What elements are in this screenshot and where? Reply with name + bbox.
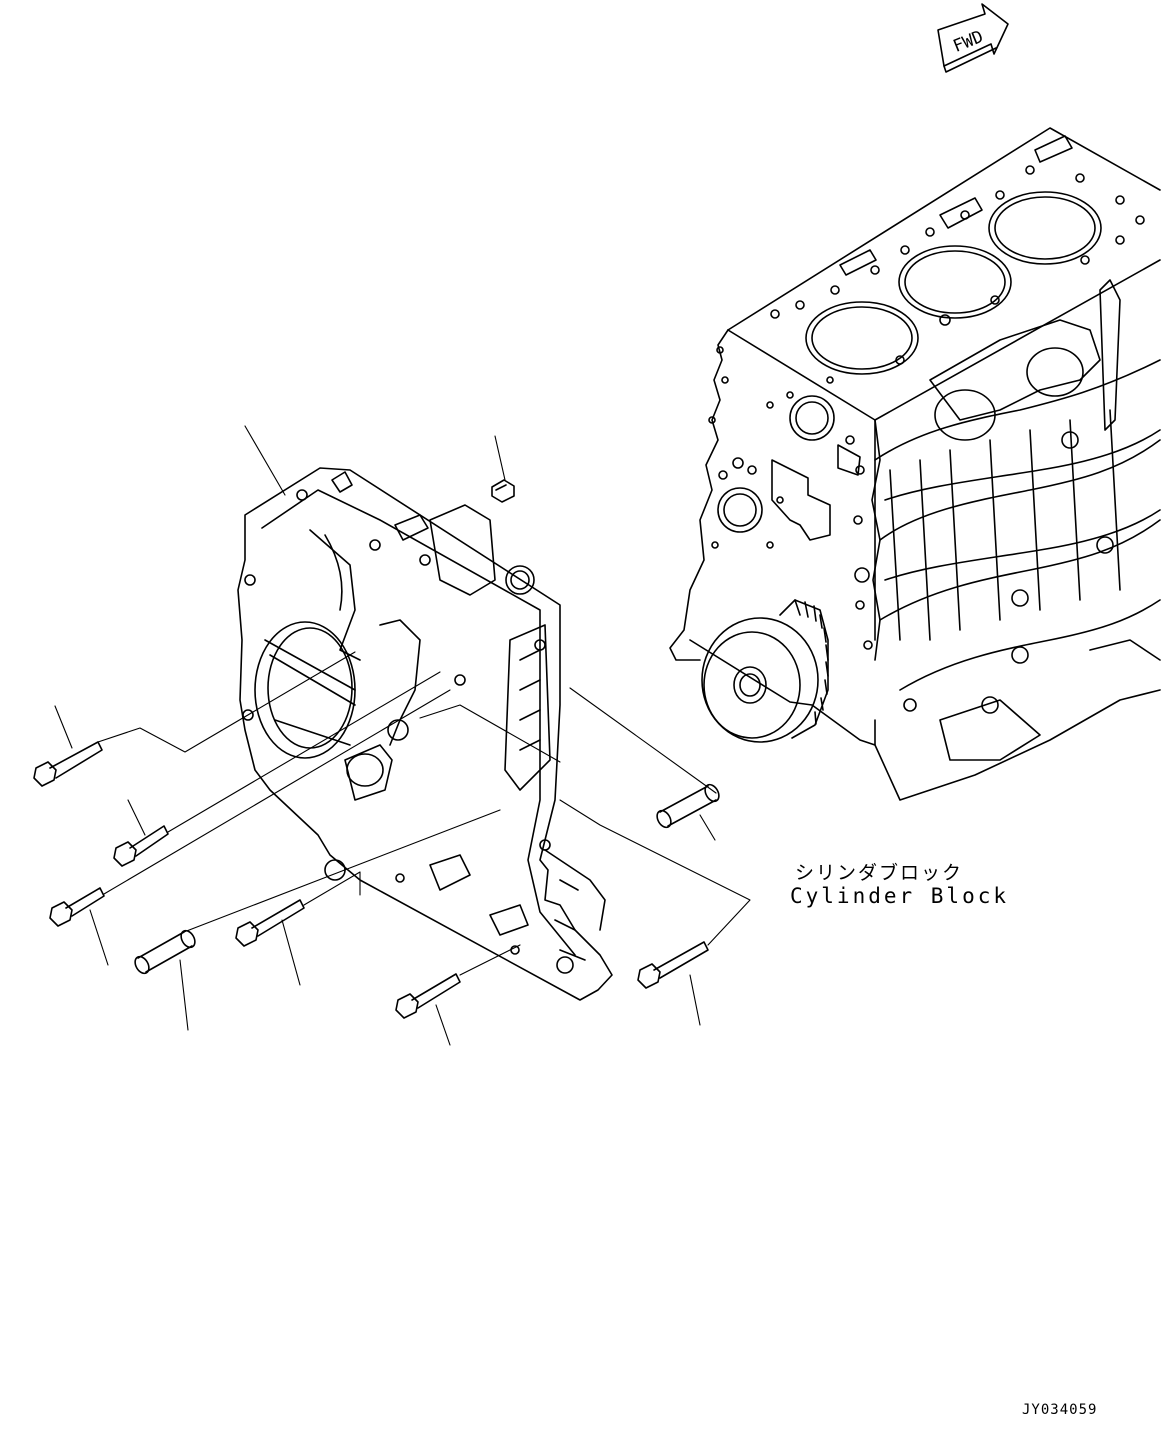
dowel-pin-part (656, 783, 720, 829)
bolt-icon (395, 973, 461, 1019)
plug-part (491, 479, 515, 503)
fwd-arrow-icon: FWD (937, 3, 1009, 73)
bolt-icon (637, 941, 709, 989)
drawing-id: JY034059 (1022, 1402, 1098, 1418)
front-cover-drawing (237, 467, 613, 1001)
bolt-icon (49, 887, 105, 927)
cylinder-block-drawing (669, 127, 1161, 801)
bolt-icon (113, 825, 169, 867)
dowel-pin-part (134, 929, 196, 975)
bolt-icon (33, 741, 103, 787)
cylinder-block-label-en: Cylinder Block (790, 884, 1010, 908)
leader-lines (54, 425, 751, 1046)
bolt-icon (235, 899, 305, 947)
cylinder-block-label-jp: シリンダブロック (795, 862, 964, 884)
